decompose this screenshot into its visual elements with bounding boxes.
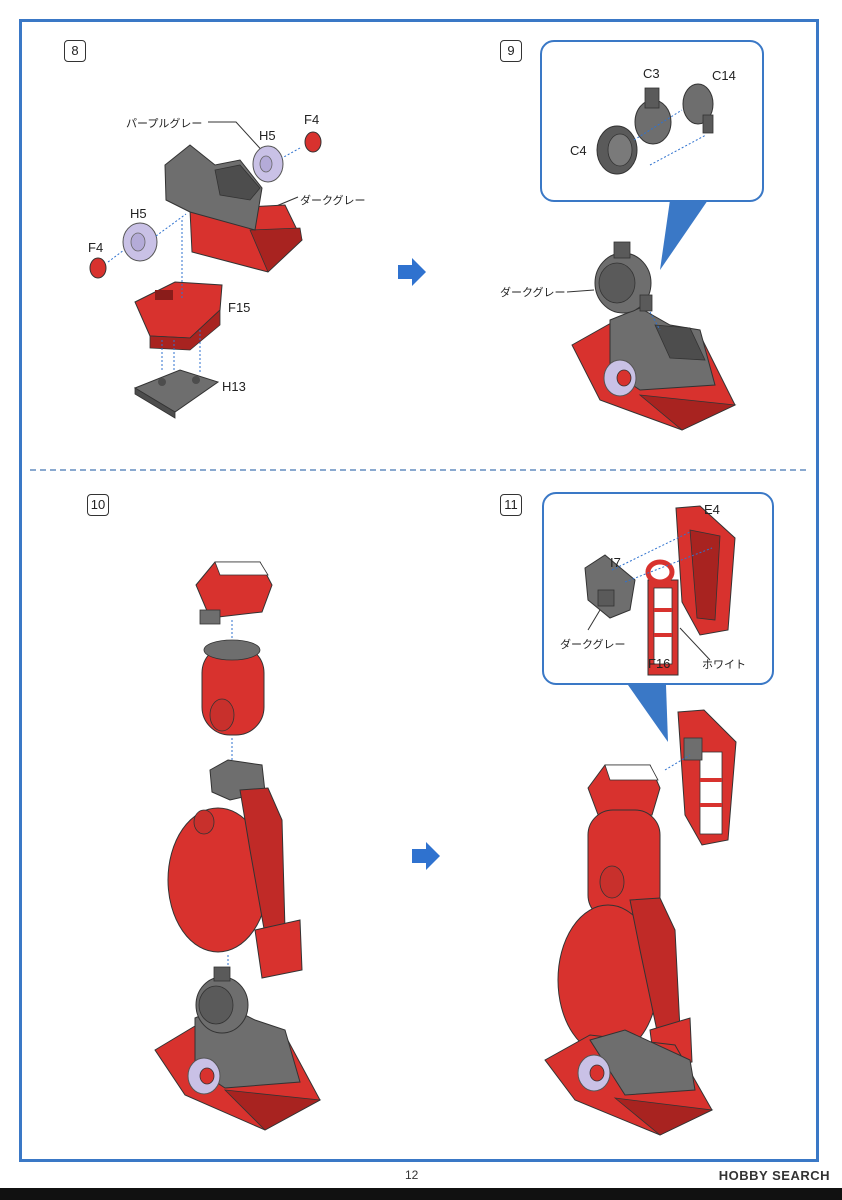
label-f15: F15 (228, 300, 251, 315)
label-dark-gray-9: ダークグレー (500, 287, 566, 299)
label-dark-gray-8: ダークグレー (300, 195, 366, 207)
label-e4: E4 (704, 502, 720, 517)
label-dark-gray-11: ダークグレー (560, 639, 626, 651)
section-divider (30, 469, 806, 471)
label-h5-top: H5 (259, 128, 276, 143)
brand-watermark: HOBBY SEARCH (718, 1168, 830, 1183)
label-white: ホワイト (702, 659, 746, 671)
step-number-8: 8 (64, 40, 86, 62)
footer-bar (0, 1188, 842, 1200)
step9-illustration (566, 83, 737, 431)
step-number-10: 10 (87, 494, 109, 516)
label-f16: F16 (648, 656, 671, 671)
step11-illustration (544, 505, 737, 1136)
step10-illustration (154, 561, 322, 1131)
label-f4-left: F4 (88, 240, 104, 255)
label-c3: C3 (643, 66, 660, 81)
label-c14: C14 (712, 68, 736, 83)
next-step-arrow-icon-2 (412, 842, 440, 870)
label-h13: H13 (222, 379, 246, 394)
label-c4: C4 (570, 143, 587, 158)
next-step-arrow-icon (398, 258, 426, 286)
step-number-9: 9 (500, 40, 522, 62)
label-purple-gray: パープルグレー (126, 118, 203, 130)
label-i7: I7 (610, 555, 621, 570)
page-number: 12 (405, 1168, 419, 1182)
label-f4-top: F4 (304, 112, 320, 127)
label-h5-left: H5 (130, 206, 147, 221)
step-number-11: 11 (500, 494, 522, 516)
step8-illustration (89, 121, 322, 419)
